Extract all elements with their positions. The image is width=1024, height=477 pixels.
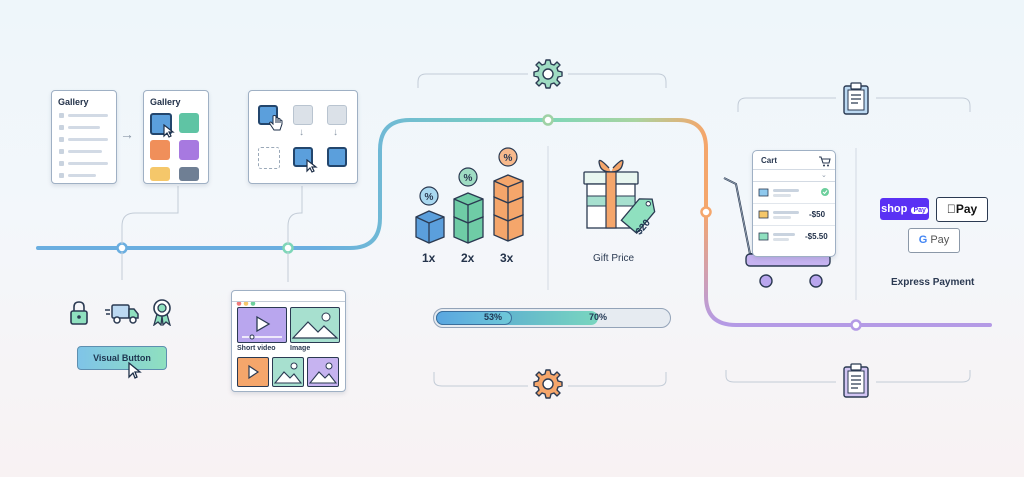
cart-row-2-amount: -$50 (809, 210, 826, 219)
box-icon-2x: % (453, 167, 484, 244)
short-video-label: Short video (237, 345, 276, 352)
progress-fill-53 (436, 311, 512, 325)
arrow-right-icon: → (120, 126, 134, 142)
image-label: Image (290, 345, 311, 352)
gallery-tile-orange[interactable] (150, 140, 170, 160)
drop-target[interactable] (258, 147, 280, 169)
progress-label-70: 70% (589, 312, 608, 322)
image-thumb-teal[interactable] (272, 357, 304, 387)
cart-title: Cart (761, 156, 778, 165)
cursor-icon (163, 123, 175, 143)
visual-button[interactable]: Visual Button (77, 346, 167, 370)
cursor-icon-2 (306, 158, 318, 178)
gallery-grid-card[interactable]: Gallery (143, 90, 209, 184)
express-payment-label: Express Payment (891, 277, 975, 288)
window-dots (236, 294, 260, 312)
progress-bar: 53% 70% (433, 308, 671, 328)
gallery-tile-gray[interactable] (179, 167, 199, 181)
image-thumb[interactable] (290, 307, 340, 343)
drag-tile-gray-1 (293, 105, 313, 125)
short-video-thumb[interactable] (237, 307, 287, 343)
image-icon (291, 312, 339, 339)
cart-panel: Cart ⌄ -$50 -$5.50 (752, 150, 836, 257)
gallery-tile-purple[interactable] (179, 140, 199, 160)
cart-row-3-amount: -$5.50 (805, 232, 828, 241)
box-icon-1x: % (415, 186, 445, 244)
flow-node-4 (700, 206, 712, 218)
badge-icon (150, 298, 174, 331)
gift-price-label: Gift Price (593, 253, 635, 264)
gallery-list-card: Gallery (51, 90, 117, 184)
arrow-down-icon: ↓ (299, 127, 304, 138)
multiplier-3x: 3x (500, 251, 514, 265)
arrow-down-icon-2: ↓ (333, 127, 338, 138)
flow-line-top (546, 118, 708, 212)
flow-node-3 (542, 114, 554, 126)
svg-text:%: % (425, 192, 434, 203)
flow-node-5 (850, 319, 862, 331)
cart-row-3 (753, 228, 835, 246)
progress-label-53: 53% (484, 312, 503, 322)
flow-node-1 (116, 242, 128, 254)
apple-pay-text: Pay (951, 202, 977, 216)
apple-icon:  (947, 202, 956, 216)
cart-row-2 (753, 206, 835, 224)
shop-pay-button[interactable]: shop Pay (880, 198, 929, 220)
cursor-icon-3 (128, 361, 142, 385)
svg-text:%: % (504, 153, 513, 164)
google-pay-text: Pay (930, 234, 950, 246)
cart-icon (819, 154, 831, 172)
google-g-icon: G (918, 234, 928, 246)
gallery-tile-yellow[interactable] (150, 167, 170, 181)
drag-drop-card[interactable]: ↓ ↓ (248, 90, 358, 184)
flow-node-2 (282, 242, 294, 254)
truck-icon (104, 302, 140, 331)
shop-pay-badge: Pay (911, 207, 928, 214)
multiplier-1x: 1x (422, 251, 436, 265)
google-pay-button[interactable]: G Pay (908, 228, 960, 253)
clipboard-icon-top (841, 82, 871, 121)
play-icon (242, 315, 282, 340)
hand-cursor-icon (269, 115, 283, 136)
multiplier-2x: 2x (461, 251, 475, 265)
lock-icon (67, 300, 91, 331)
bundle-boxes: % % % (415, 147, 524, 244)
gallery-title-left: Gallery (58, 97, 89, 107)
media-window: Short video Image (231, 290, 346, 392)
flow-line-right (704, 208, 992, 327)
gallery-title-right: Gallery (150, 97, 181, 107)
flow-line-left (36, 118, 550, 250)
clipboard-icon-bottom (841, 363, 871, 404)
gift-icon (583, 159, 656, 235)
gear-icon-top (532, 58, 564, 95)
gear-icon-bottom (532, 368, 564, 405)
cart-frame (723, 177, 831, 288)
chevron-down-icon[interactable]: ⌄ (821, 172, 827, 179)
image-thumb-purple[interactable] (307, 357, 339, 387)
box-icon-3x: % (493, 147, 524, 242)
cart-row-1 (753, 184, 835, 202)
svg-text:%: % (464, 173, 473, 184)
drag-tile-gray-2 (327, 105, 347, 125)
drag-tile-placed[interactable] (327, 147, 347, 167)
apple-pay-button[interactable]: Pay (936, 197, 988, 222)
video-thumb-orange[interactable] (237, 357, 269, 387)
shop-pay-text: shop (881, 203, 908, 215)
gallery-tile-teal[interactable] (179, 113, 199, 133)
